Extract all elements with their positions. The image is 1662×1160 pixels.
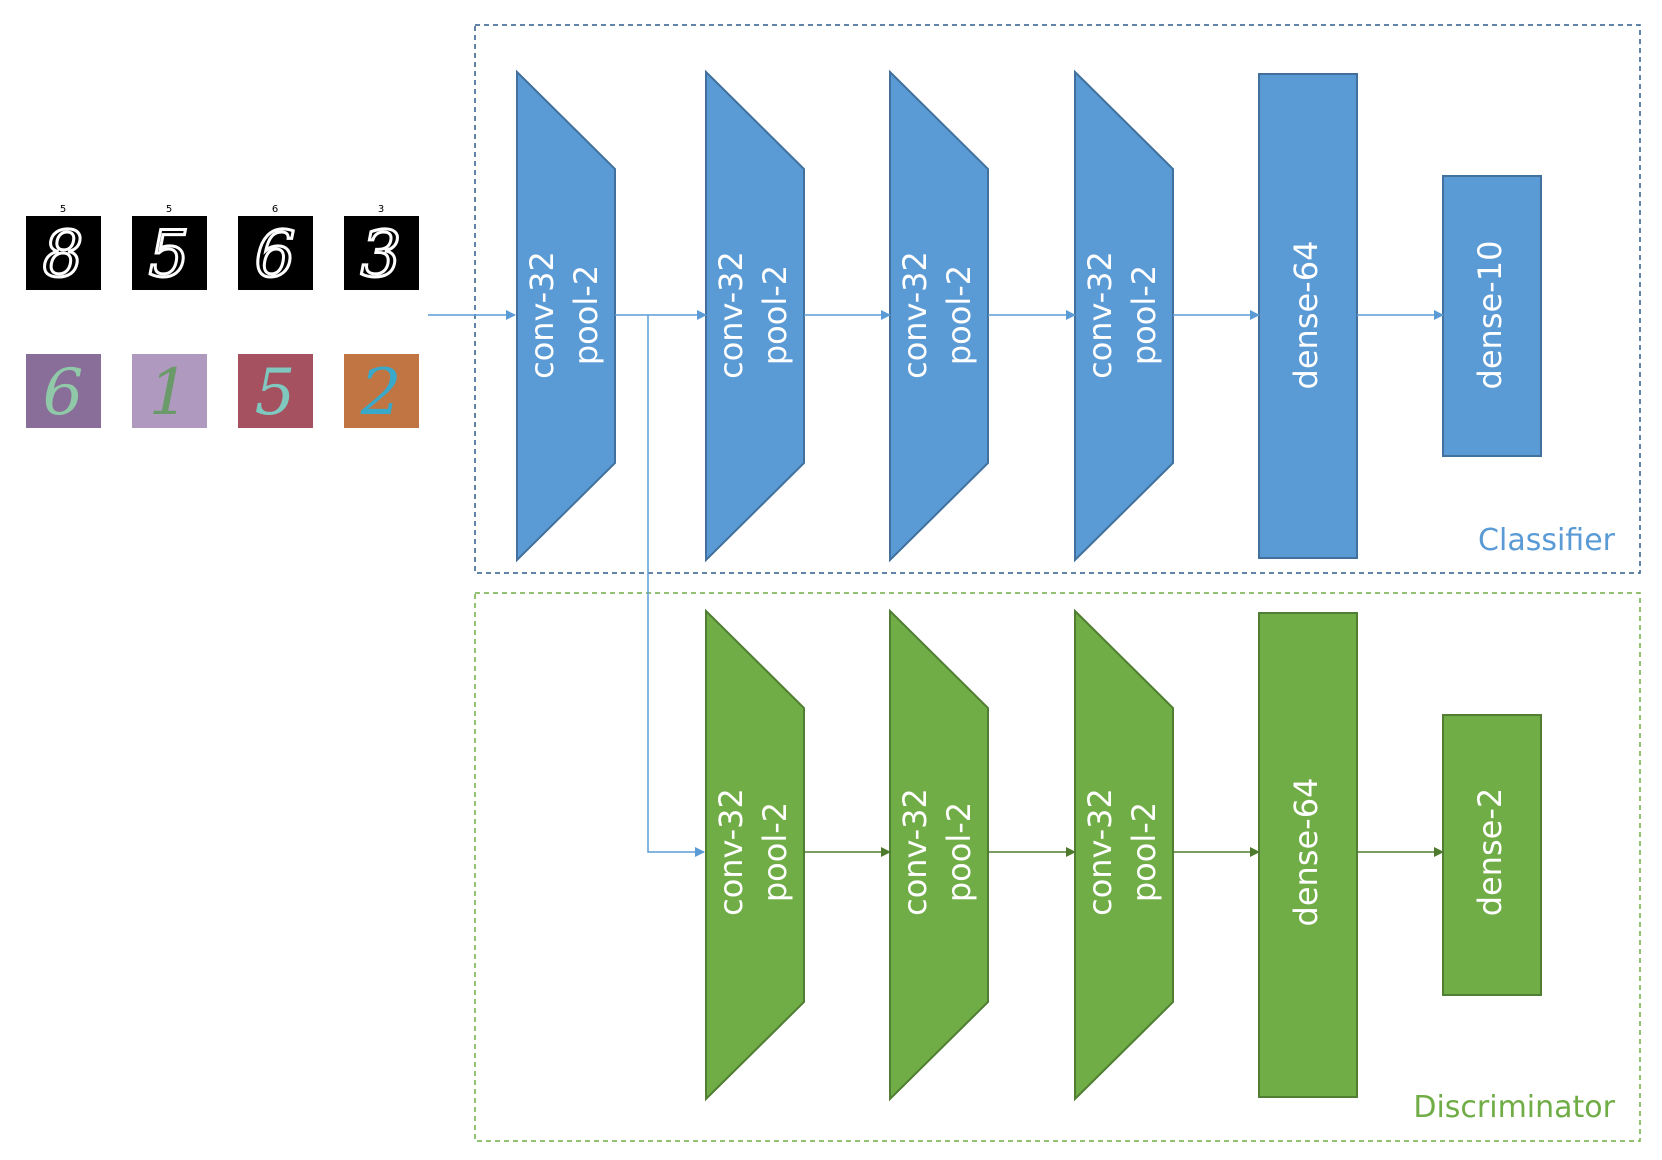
classifier-conv-shape	[516, 69, 616, 563]
discriminator-pool-label: pool-2	[1125, 802, 1163, 902]
mnist-label: 6	[272, 204, 278, 215]
mnist-label: 3	[378, 204, 384, 215]
mnist-image	[344, 216, 419, 290]
classifier-conv-label: conv-32	[896, 251, 934, 379]
discriminator-conv-label: conv-32	[712, 788, 750, 916]
mnist-m-digit: 2	[360, 356, 402, 430]
classifier-conv-label: conv-32	[1081, 251, 1119, 379]
mnist-m-digit: 6	[43, 356, 84, 430]
discriminator-conv-shape	[705, 608, 805, 1102]
mnist-m-image	[132, 354, 207, 428]
discriminator-dense-label: dense-64	[1287, 778, 1325, 927]
classifier-conv-label: conv-32	[523, 251, 561, 379]
discriminator-conv-label: conv-32	[896, 788, 934, 916]
mnist-label: 5	[166, 204, 172, 215]
arrows	[428, 310, 705, 857]
discriminator-title: Discriminator	[1413, 1090, 1615, 1125]
discriminator-section-border	[474, 592, 1641, 1142]
classifier-pool-label: pool-2	[940, 265, 978, 365]
mnist-m-texture	[132, 354, 207, 428]
classifier-section-border	[474, 24, 1641, 574]
discriminator-pool-label: pool-2	[756, 802, 794, 902]
discriminator-conv-shape	[889, 608, 989, 1102]
discriminator-dense-label: dense-2	[1471, 788, 1509, 917]
classifier-conv-shape	[889, 69, 989, 563]
mnist-digit: 6	[255, 218, 296, 292]
classifier-dense-shape	[1442, 175, 1542, 457]
classifier-layer-dense: dense-64	[1258, 73, 1358, 559]
classifier-dense-label: dense-10	[1471, 241, 1509, 390]
discriminator-dense-shape	[1442, 714, 1542, 996]
mnist-digit: 5	[149, 218, 190, 292]
discriminator-conv-label: conv-32	[1081, 788, 1119, 916]
classifier-conv-shape	[705, 69, 805, 563]
mnist-image	[238, 216, 313, 290]
mnist-m-image	[344, 354, 419, 428]
mnist-label: 5	[60, 204, 66, 215]
mnist-image	[26, 216, 101, 290]
mnist-m-image	[26, 354, 101, 428]
classifier-layer-dense: dense-10	[1442, 175, 1542, 457]
mnist-m-digit: 1	[149, 356, 190, 430]
discriminator-pool-label: pool-2	[940, 802, 978, 902]
classifier-conv-shape	[1074, 69, 1174, 563]
classifier-pool-label: pool-2	[1125, 265, 1163, 365]
mnist-m-texture	[344, 354, 419, 428]
mnist-m-image	[238, 354, 313, 428]
mnist-m-texture	[238, 354, 313, 428]
classifier-dense-label: dense-64	[1287, 241, 1325, 390]
discriminator-layer-dense: dense-2	[1442, 714, 1542, 996]
classifier-title: Classifier	[1478, 523, 1616, 558]
discriminator-layer-dense: dense-64	[1258, 612, 1358, 1098]
mnist-digit: 3	[361, 218, 402, 292]
discriminator-conv-shape	[1074, 608, 1174, 1102]
classifier-pool-label: pool-2	[756, 265, 794, 365]
branch-arrow	[647, 315, 705, 857]
mnist-digit: 8	[43, 218, 84, 292]
classifier-conv-label: conv-32	[712, 251, 750, 379]
classifier-pool-label: pool-2	[567, 265, 605, 365]
mnist-image	[132, 216, 207, 290]
discriminator-dense-shape	[1258, 612, 1358, 1098]
mnist-m-digit: 5	[255, 356, 296, 430]
mnist-m-texture	[26, 354, 101, 428]
classifier-dense-shape	[1258, 73, 1358, 559]
